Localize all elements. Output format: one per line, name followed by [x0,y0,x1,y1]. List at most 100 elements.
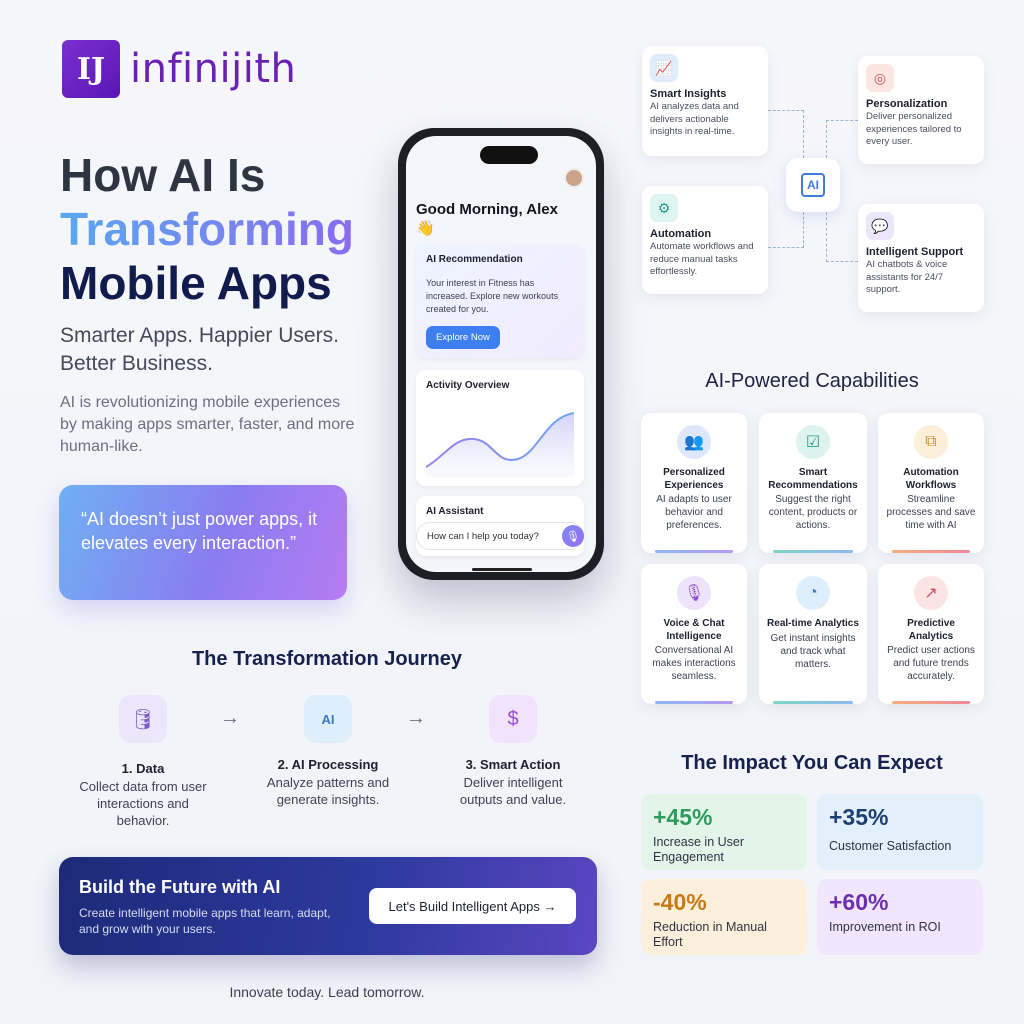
chat-icon: 💬 [866,212,894,240]
impact-title: The Impact You Can Expect [681,752,943,774]
home-indicator [472,568,532,571]
connector-line [768,212,804,248]
accent-bar [655,550,733,553]
hero-title: How AI Is Transforming Mobile Apps [60,148,354,310]
capabilities-title: AI-Powered Capabilities [705,370,919,392]
assistant-input[interactable]: How can I help you today? [416,522,584,550]
impact-label: Reduction in Manual Effort [653,920,767,949]
capability-title: Predictive Analytics [907,618,955,642]
step-title: 3. Smart Action [465,757,561,772]
capability-desc: Get instant insights and track what matt… [770,632,856,670]
step-desc: Deliver intelligent outputs and value. [459,775,567,807]
gear-icon: ⚙ [650,194,678,222]
capability-card: 👥 Personalized Experiences AI adapts to … [641,413,747,553]
connector-line [826,212,858,262]
ai-chip-icon: AI [786,158,840,212]
workflow-icon: ⧉ [914,425,948,459]
assistant-title: AI Assistant [426,506,484,517]
capability-desc: Conversational AI makes interactions sea… [652,645,736,682]
impact-value: +35% [829,804,889,830]
accent-bar [773,550,853,553]
impact-label: Customer Satisfaction [829,839,952,853]
hand-money-icon: $ [489,695,537,743]
phone-screen: Good Morning, Alex 👋 AI Recommendation Y… [406,136,596,572]
recommendation-body: Your interest in Fitness has increased. … [426,278,559,314]
users-icon: 👥 [677,425,711,459]
trend-up-icon: ↗ [914,576,948,610]
connector-line [826,120,858,158]
capability-card: 🎙 Voice & Chat Intelligence Conversation… [641,564,747,704]
impact-card: +45% Increase in User Engagement [641,794,807,870]
feature-title: Automation [650,228,712,240]
arrow-right-icon: → [220,707,240,729]
capability-desc: Streamline processes and save time with … [886,494,976,531]
impact-card: -40% Reduction in Manual Effort [641,879,807,955]
feature-title: Personalization [866,98,948,110]
accent-bar [655,701,733,704]
footer-slogan: Innovate today. Lead tomorrow. [229,984,425,1000]
step-desc: Collect data from user interactions and … [79,779,207,828]
capability-desc: AI adapts to user behavior and preferenc… [656,494,732,531]
step-title: 1. Data [121,761,165,776]
hero-title-line2: Transforming [60,203,354,255]
feature-card-personalization: ◎ Personalization Deliver personalized e… [858,56,984,164]
impact-card: +35% Customer Satisfaction [817,794,983,870]
build-apps-button[interactable]: Let's Build Intelligent Apps → [369,888,576,924]
feature-desc: AI chatbots & voice assistants for 24/7 … [866,259,948,295]
feature-card-automation: ⚙ Automation Automate workflows and redu… [642,186,768,294]
cta-title: Build the Future with AI [79,877,281,897]
hero-title-line1: How AI Is [60,149,266,201]
target-icon: ◎ [866,64,894,92]
recommendation-card: AI Recommendation Your interest in Fitne… [416,244,584,358]
journey-title: The Transformation Journey [191,648,463,670]
capability-title: Smart Recommendations [768,467,858,491]
microphone-icon[interactable]: 🎙 [562,525,584,547]
journey-step: 🛢 1. Data Collect data from user interac… [78,695,208,829]
phone-mockup: Good Morning, Alex 👋 AI Recommendation Y… [398,128,604,580]
feature-desc: Deliver personalized experiences tailore… [866,111,962,147]
recommendation-title: AI Recommendation [426,254,523,265]
brand-logo[interactable]: IJ infinijith [62,40,296,98]
cta-desc: Create intelligent mobile apps that lear… [79,906,331,936]
capability-title: Real-time Analytics [767,618,859,629]
feature-title: Smart Insights [650,88,727,100]
capability-desc: Predict user actions and future trends a… [887,645,975,682]
logo-mark: IJ [62,40,120,98]
pie-chart-icon: ◔ [796,576,830,610]
cta-banner: Build the Future with AI Create intellig… [59,857,597,955]
accent-bar [892,701,970,704]
step-title: 2. AI Processing [277,757,379,772]
feature-card-smart-insights: 📈 Smart Insights AI analyzes data and de… [642,46,768,156]
feature-title: Intelligent Support [866,246,964,258]
database-icon: 🛢 [119,695,167,743]
hero-tagline: Smarter Apps. Happier Users. Better Busi… [60,324,339,375]
impact-label: Increase in User Engagement [653,835,745,864]
accent-bar [773,701,853,704]
dynamic-island [480,146,538,164]
capability-desc: Suggest the right content, products or a… [768,494,858,531]
impact-value: +60% [829,889,889,915]
greeting: Good Morning, Alex 👋 [416,201,558,237]
microphone-icon: 🎙 [677,576,711,610]
capability-card: ⧉ Automation Workflows Streamline proces… [878,413,984,553]
quote-card: “AI doesn’t just power apps, it elevates… [59,485,347,600]
capability-title: Voice & Chat Intelligence [663,618,725,642]
chart-line-icon: 📈 [650,54,678,82]
feature-desc: AI analyzes data and delivers actionable… [650,101,739,137]
step-desc: Analyze patterns and generate insights. [266,775,390,807]
hero-title-line3: Mobile Apps [60,257,332,309]
activity-title: Activity Overview [426,380,510,391]
connector-line [768,110,804,158]
explore-now-button[interactable]: Explore Now [426,326,500,349]
capability-card: ◔ Real-time Analytics Get instant insigh… [759,564,867,704]
impact-card: +60% Improvement in ROI [817,879,983,955]
avatar[interactable] [564,168,584,188]
ai-chip-icon: AI [304,695,352,743]
capability-title: Personalized Experiences [663,467,725,491]
checkbox-icon: ☑ [796,425,830,459]
impact-label: Improvement in ROI [829,920,941,934]
impact-value: -40% [653,889,707,915]
accent-bar [892,550,970,553]
feature-card-intelligent-support: 💬 Intelligent Support AI chatbots & voic… [858,204,984,312]
capability-title: Automation Workflows [903,467,959,491]
